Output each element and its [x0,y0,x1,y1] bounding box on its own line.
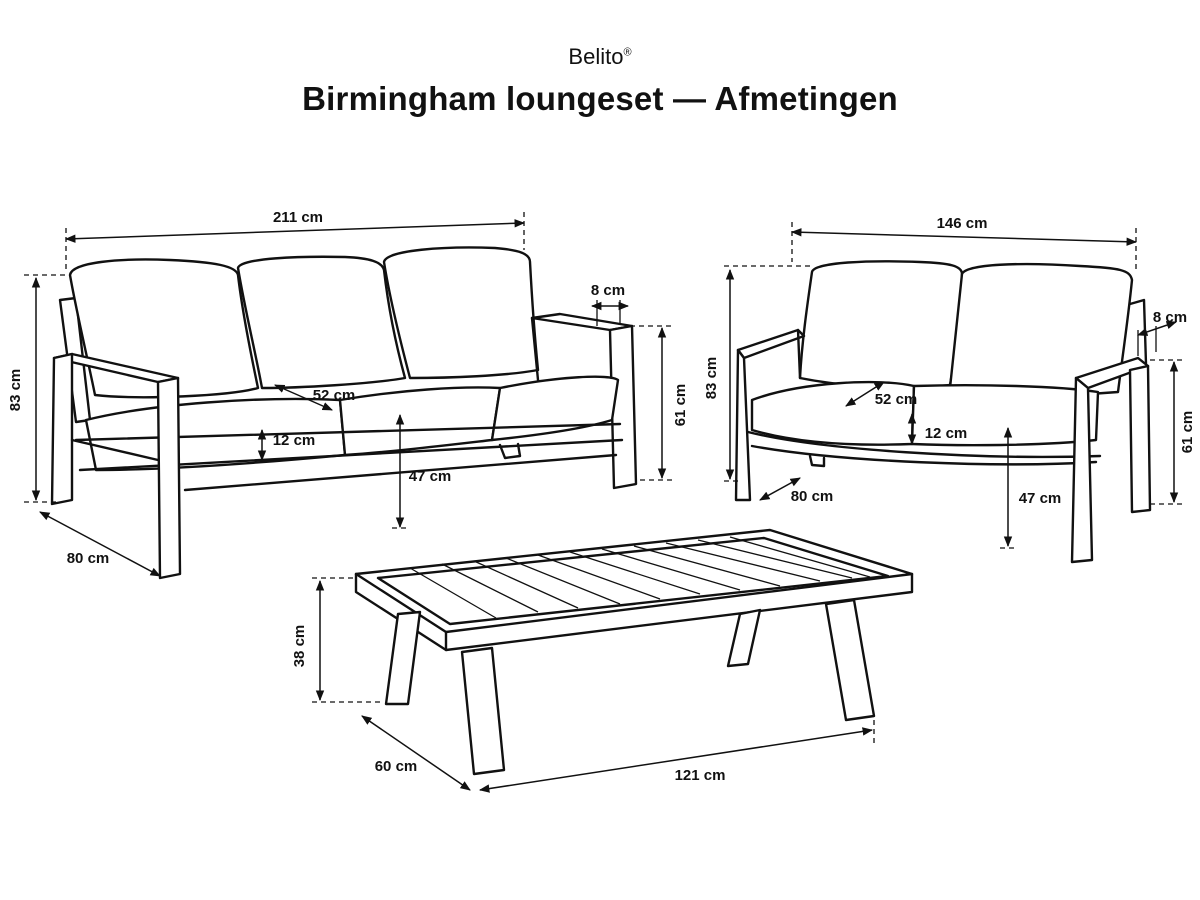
seat-cushion-3 [490,375,620,442]
sofa-3-cushion-label: 12 cm [273,432,316,449]
table-width-label: 121 cm [675,767,726,784]
sofa-2-arm-height-label: 61 cm [1179,411,1196,454]
sofa-3-seater [50,246,638,580]
sofa-2-cushion-label: 12 cm [925,425,968,442]
sofa-3-arm-height-label: 61 cm [672,384,689,427]
sofa-3-height-label: 83 cm [7,369,24,412]
sofa-2-seater [734,260,1152,564]
table-leg-back-right [726,608,762,668]
table-dimensions: 38 cm 60 cm 121 cm [291,577,875,793]
back-cushion-1 [68,258,260,399]
sofa-2-dimensions: 146 cm 83 cm 80 cm 52 cm 12 cm 47 cm 61 … [703,215,1196,549]
table-leg-front-right [824,598,876,722]
seat-cushion-2 [338,386,502,457]
table-slats [409,536,871,619]
sofa-2-depth-label: 80 cm [791,488,834,505]
brand-name: Belito® [568,44,632,69]
sofa-3-depth-label: 80 cm [67,550,110,567]
table-leg-front-left [460,646,506,776]
sofa-3-seat-height-label: 47 cm [409,468,452,485]
sofa-2-width-label: 146 cm [937,215,988,232]
sofa-2-seat-height-label: 47 cm [1019,490,1062,507]
sofa-2-height-label: 83 cm [703,357,720,400]
sofa-2-arm-width-label: 8 cm [1153,309,1187,326]
sofa-3-dimensions: 211 cm 83 cm 80 cm 52 cm 12 cm 47 cm 61 … [7,209,689,577]
back-cushion-left [798,260,964,389]
back-cushion-3 [382,246,540,380]
page-title: Birmingham loungeset — Afmetingen [302,80,898,117]
table-depth-label: 60 cm [375,758,418,775]
table-height-label: 38 cm [291,625,308,668]
sofa-3-width-label: 211 cm [273,209,323,226]
sofa-3-seat-depth-label: 52 cm [313,387,356,404]
seat-cushion-right [910,384,1100,447]
sofa-2-seat-depth-label: 52 cm [875,391,918,408]
table-leg-back-left [384,610,422,706]
back-cushion-2 [236,255,407,390]
sofa-3-arm-width-label: 8 cm [591,282,625,299]
